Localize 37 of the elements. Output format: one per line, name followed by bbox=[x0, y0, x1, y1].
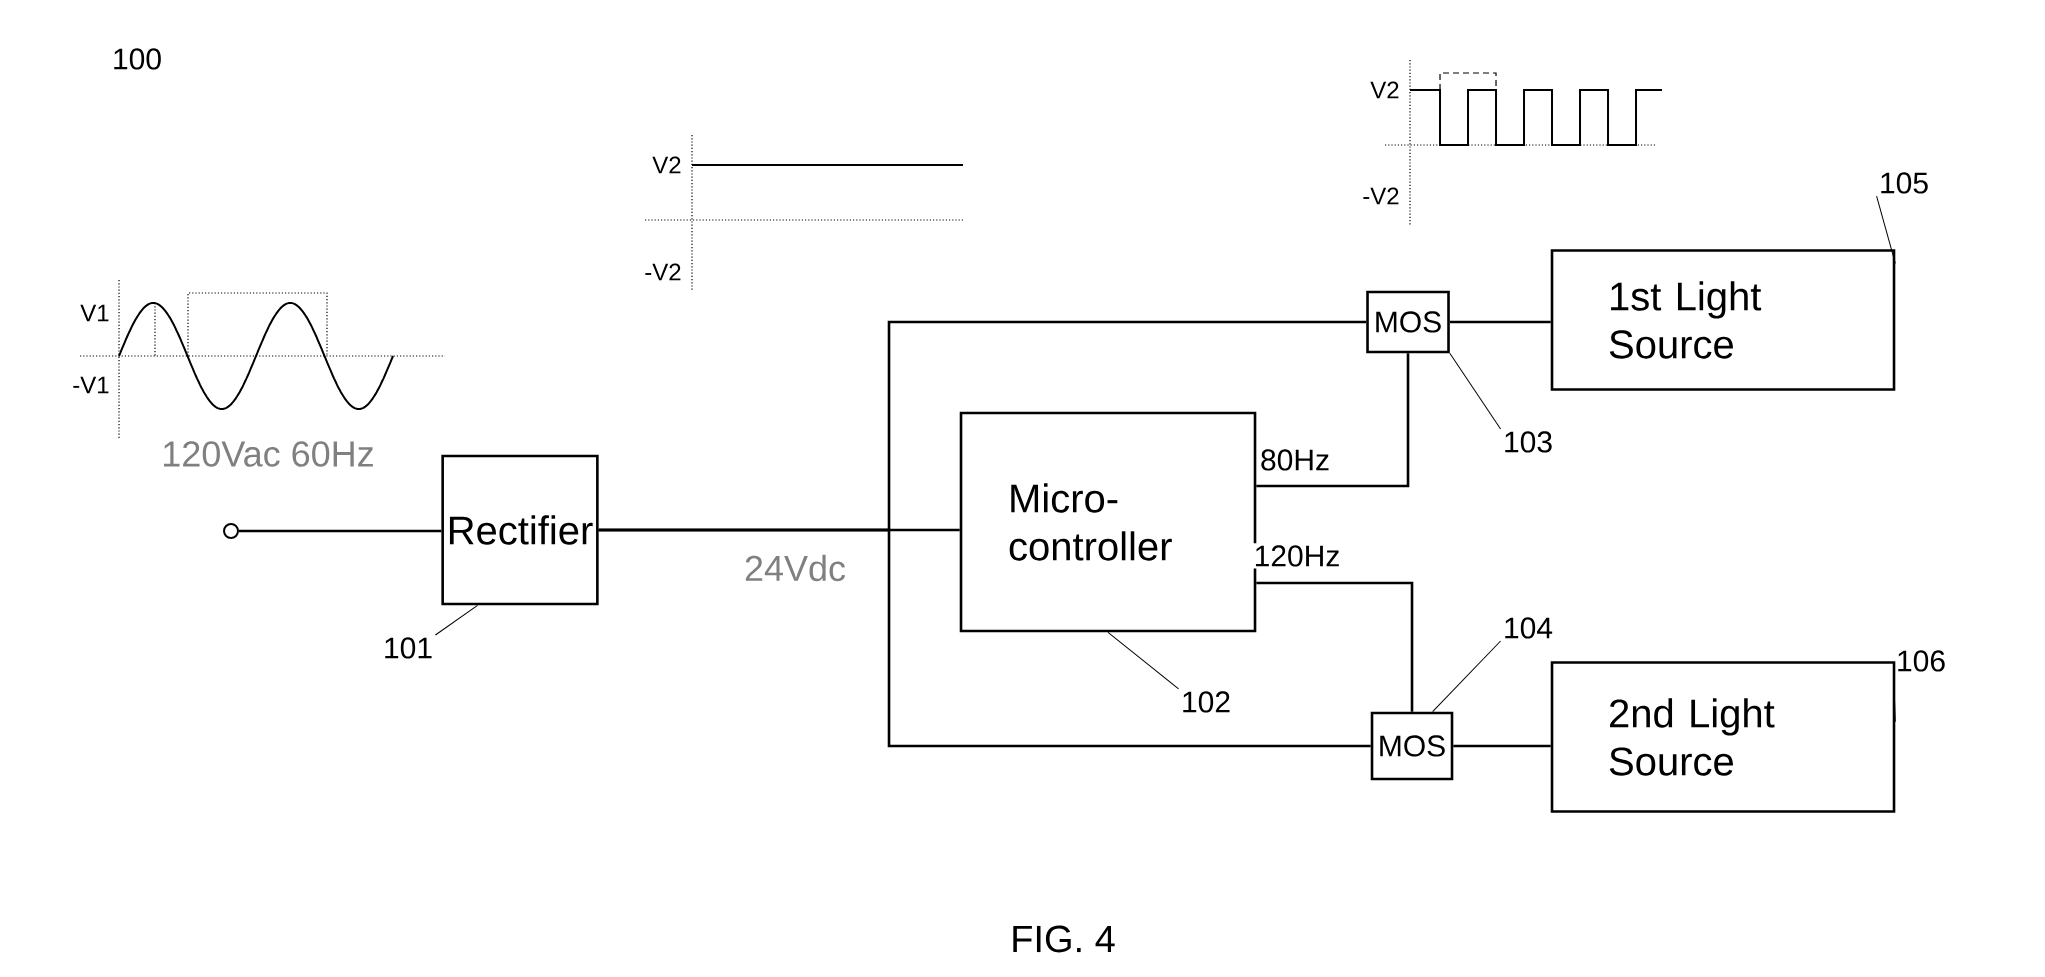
terminal-label: 120Vac 60Hz bbox=[164, 441, 373, 467]
connector-line bbox=[1256, 581, 1414, 712]
edge-label: 120Hz bbox=[1251, 543, 1343, 569]
axis-label: -V1 bbox=[73, 376, 109, 394]
terminal-circle bbox=[223, 523, 239, 539]
connector-line bbox=[239, 529, 442, 533]
microcontroller-box: Micro-controller bbox=[959, 411, 1257, 633]
mos-box: MOS bbox=[1366, 290, 1450, 354]
edge-label: 24Vdc bbox=[742, 552, 849, 584]
axis-label: V2 bbox=[652, 156, 681, 174]
rectifier-box: Rectifier bbox=[441, 454, 599, 606]
connector-line bbox=[1449, 320, 1551, 324]
mos-box: MOS bbox=[1370, 711, 1454, 781]
connector-line bbox=[1256, 353, 1410, 488]
figure-caption: FIG. 4 bbox=[1013, 925, 1115, 953]
callout-number: 106 bbox=[1898, 650, 1945, 672]
leader-line bbox=[1107, 631, 1180, 690]
connector-line bbox=[1453, 744, 1551, 748]
callout-number: 103 bbox=[1505, 431, 1552, 453]
axis-label: V1 bbox=[80, 304, 109, 322]
callout-number: 101 bbox=[385, 637, 432, 659]
callout-number: 105 bbox=[1881, 172, 1928, 194]
leader-line bbox=[1876, 195, 1896, 264]
leader-line bbox=[1449, 352, 1502, 430]
leader-line bbox=[1432, 640, 1502, 713]
connector-line bbox=[598, 528, 1371, 748]
callout-number: 100 bbox=[114, 48, 161, 70]
callout-number: 104 bbox=[1505, 617, 1553, 639]
axis-label: V2 bbox=[1370, 81, 1399, 99]
edge-label: 80Hz bbox=[1258, 447, 1333, 473]
light-source-box: 2nd Light Source bbox=[1550, 661, 1896, 813]
leader-line bbox=[1893, 673, 1896, 723]
leader-line bbox=[434, 604, 479, 636]
axis-label: -V2 bbox=[1363, 187, 1399, 205]
light-source-box: 1st Light Source bbox=[1550, 249, 1896, 391]
axis-label: -V2 bbox=[645, 263, 681, 281]
callout-number: 102 bbox=[1183, 691, 1230, 713]
